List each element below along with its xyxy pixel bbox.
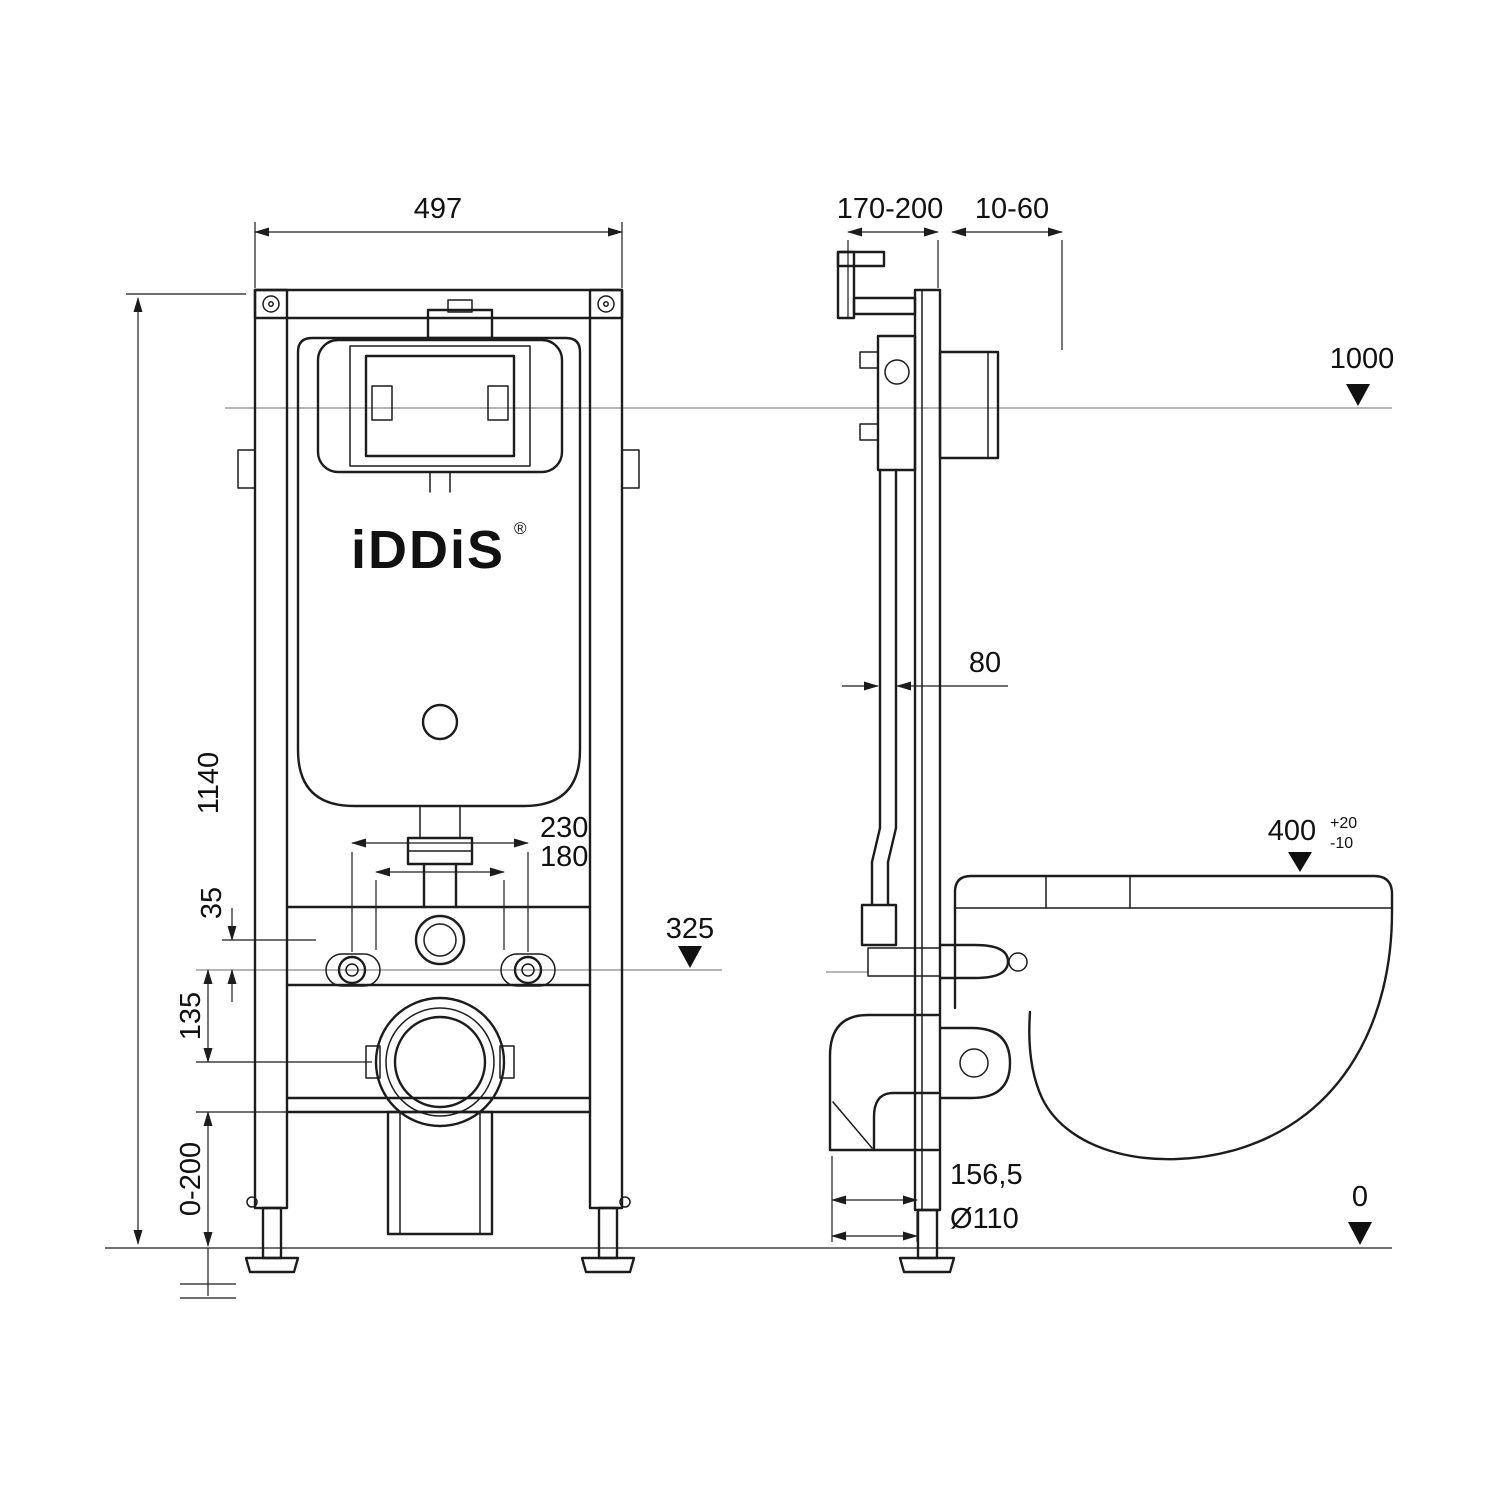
dim-offset-top: 35	[196, 887, 228, 919]
registered-mark: ®	[514, 519, 527, 538]
side-view	[828, 250, 1394, 1274]
dim-outlet-diameter: Ø110	[950, 1203, 1019, 1235]
frame-foot-side	[898, 1208, 956, 1274]
mounting-crossbar	[285, 905, 592, 987]
dim-floor-level: 0	[1352, 1181, 1368, 1213]
flush-pipe-side	[860, 468, 1028, 980]
dim-front-height: 1140	[193, 752, 225, 814]
anchor-tab-left	[237, 449, 256, 489]
dim-seat-tol-plus: +20	[1330, 815, 1357, 832]
level-lines	[105, 407, 1392, 1249]
dim-front-width: 497	[414, 193, 462, 225]
dim-offset-mid: 135	[175, 992, 207, 1040]
dim-seat-tol-minus: -10	[1330, 835, 1353, 852]
level-marker-0	[1348, 1222, 1372, 1245]
flush-pipe-front	[406, 805, 474, 909]
dim-seat-level: 400	[1268, 815, 1316, 847]
dim-bolt-level: 325	[666, 913, 714, 945]
frame-feet-front	[244, 1196, 636, 1274]
anchor-tab-right	[621, 449, 640, 489]
dim-leg-range: 0-200	[175, 1142, 207, 1216]
dim-depth-range: 170-200	[837, 193, 943, 225]
flush-plate-housing	[938, 350, 1000, 460]
waste-elbow	[828, 1013, 1012, 1152]
level-marker-325	[678, 946, 702, 968]
flush-access-window	[316, 299, 564, 493]
cistern-test-button	[421, 703, 459, 741]
front-view: iDDiS ®	[237, 288, 640, 1274]
dim-pipe-width: 80	[969, 647, 1001, 679]
level-marker-1000	[1346, 384, 1370, 406]
brand-logo: iDDiS	[351, 520, 505, 580]
dim-top-level: 1000	[1330, 343, 1395, 375]
level-marker-400	[1288, 852, 1312, 872]
drain-duct	[285, 1096, 592, 1236]
dim-outlet-offset: 156,5	[950, 1159, 1023, 1191]
dim-plate-range: 10-60	[975, 193, 1049, 225]
dimensions: 497 1140 230 180 35 135 0-200 325 17	[126, 193, 1395, 1299]
dim-spacing-inner: 180	[540, 841, 588, 873]
wall-bracket	[836, 250, 917, 320]
toilet-bowl	[953, 874, 1394, 1161]
cistern-body	[296, 336, 582, 808]
drain-opening	[365, 996, 515, 1128]
dim-spacing-outer: 230	[540, 812, 588, 844]
cistern-side	[859, 334, 917, 472]
